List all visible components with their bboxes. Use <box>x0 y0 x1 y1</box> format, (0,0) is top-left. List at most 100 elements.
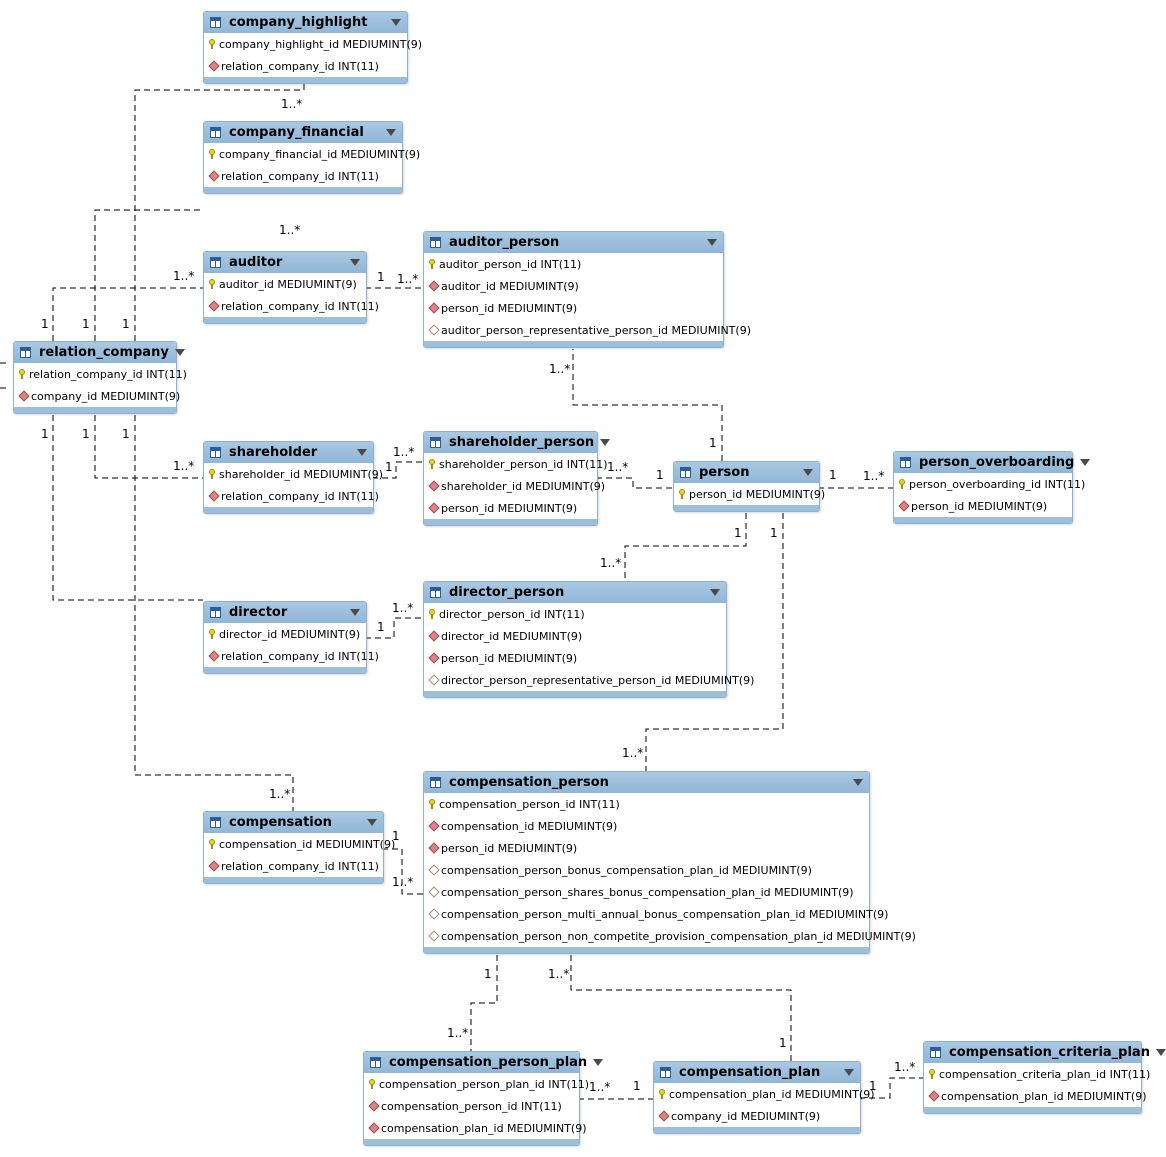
chevron-down-icon[interactable] <box>350 259 360 266</box>
chevron-down-icon[interactable] <box>803 469 813 476</box>
entity-column[interactable]: compensation_plan_id MEDIUMINT(9) <box>924 1085 1147 1107</box>
entity-column[interactable]: relation_company_id INT(11) <box>204 645 379 667</box>
entity-header[interactable]: shareholder_person <box>424 432 611 453</box>
chevron-down-icon[interactable] <box>593 1059 604 1066</box>
entity-header[interactable]: compensation_person_plan <box>364 1052 604 1073</box>
entity-column[interactable]: compensation_id MEDIUMINT(9) <box>424 815 869 837</box>
entity-column[interactable]: auditor_person_id INT(11) <box>424 253 723 275</box>
entity-header[interactable]: compensation <box>204 812 383 833</box>
entity-column[interactable]: person_id MEDIUMINT(9) <box>424 497 597 519</box>
entity-column[interactable]: director_id MEDIUMINT(9) <box>204 623 366 645</box>
entity-column[interactable]: company_id MEDIUMINT(9) <box>14 385 180 407</box>
entity-column[interactable]: relation_company_id INT(11) <box>204 485 379 507</box>
entity-column[interactable]: compensation_person_non_competite_provis… <box>424 925 916 947</box>
entity-column[interactable]: compensation_person_id INT(11) <box>364 1095 579 1117</box>
entity-column[interactable]: shareholder_id MEDIUMINT(9) <box>424 475 605 497</box>
chevron-down-icon[interactable] <box>367 819 377 826</box>
entity-column[interactable]: person_overboarding_id INT(11) <box>894 473 1085 495</box>
entity-column[interactable]: auditor_person_representative_person_id … <box>424 319 751 341</box>
relationship-line[interactable] <box>94 415 203 479</box>
entity-header[interactable]: person <box>674 462 819 483</box>
entity-column[interactable]: compensation_id MEDIUMINT(9) <box>204 833 395 855</box>
chevron-down-icon[interactable] <box>844 1069 854 1076</box>
entity-header[interactable]: relation_company <box>14 342 185 363</box>
chevron-down-icon[interactable] <box>350 609 360 616</box>
entity-column[interactable]: compensation_criteria_plan_id INT(11) <box>924 1063 1150 1085</box>
entity-column[interactable]: compensation_person_multi_annual_bonus_c… <box>424 903 888 925</box>
entity-column[interactable]: person_id MEDIUMINT(9) <box>894 495 1072 517</box>
entity-column[interactable]: relation_company_id INT(11) <box>204 165 402 187</box>
entity-column[interactable]: compensation_plan_id MEDIUMINT(9) <box>654 1083 875 1105</box>
chevron-down-icon[interactable] <box>710 589 720 596</box>
chevron-down-icon[interactable] <box>391 19 401 26</box>
entity-column[interactable]: shareholder_id MEDIUMINT(9) <box>204 463 383 485</box>
entity-column[interactable]: compensation_person_plan_id INT(11) <box>364 1073 589 1095</box>
entity-column[interactable]: person_id MEDIUMINT(9) <box>424 647 726 669</box>
entity-column[interactable]: director_person_id INT(11) <box>424 603 726 625</box>
relationship-line[interactable] <box>859 1077 923 1099</box>
entity-header[interactable]: compensation_plan <box>654 1062 860 1083</box>
relationship-line[interactable] <box>645 513 784 771</box>
entity-column[interactable]: compensation_person_bonus_compensation_p… <box>424 859 869 881</box>
relationship-line[interactable] <box>624 513 747 581</box>
entity-header[interactable]: auditor_person <box>424 232 723 253</box>
entity-header[interactable]: director <box>204 602 366 623</box>
entity-column[interactable]: compensation_person_shares_bonus_compens… <box>424 881 869 903</box>
entity-header[interactable]: company_financial <box>204 122 402 143</box>
relationship-line[interactable] <box>596 477 673 489</box>
relationship-line[interactable] <box>572 349 723 461</box>
entity-column[interactable]: person_id MEDIUMINT(9) <box>424 837 869 859</box>
relationship-line[interactable] <box>94 209 203 341</box>
entity-header[interactable]: company_highlight <box>204 12 407 33</box>
entity-column[interactable]: relation_company_id INT(11) <box>14 363 187 385</box>
chevron-down-icon[interactable] <box>707 239 717 246</box>
entity-column[interactable]: auditor_id MEDIUMINT(9) <box>204 273 366 295</box>
chevron-down-icon[interactable] <box>1080 459 1091 466</box>
entity-column[interactable]: company_highlight_id MEDIUMINT(9) <box>204 33 422 55</box>
entity-header[interactable]: director_person <box>424 582 726 603</box>
entity-column[interactable]: director_person_representative_person_id… <box>424 669 754 691</box>
relationship-line[interactable] <box>134 84 305 341</box>
entity-header[interactable]: compensation_person <box>424 772 869 793</box>
entity-column[interactable]: auditor_id MEDIUMINT(9) <box>424 275 723 297</box>
relationship-line[interactable] <box>372 461 423 479</box>
entity-column[interactable]: person_id MEDIUMINT(9) <box>424 297 723 319</box>
entity-column[interactable]: company_financial_id MEDIUMINT(9) <box>204 143 420 165</box>
relationship-line[interactable] <box>470 955 498 1051</box>
relationship-line[interactable] <box>365 617 423 639</box>
entity-header[interactable]: shareholder <box>204 442 373 463</box>
entity-column[interactable]: person_id MEDIUMINT(9) <box>674 483 825 505</box>
relationship-line[interactable] <box>52 287 203 341</box>
entity-column[interactable]: director_id MEDIUMINT(9) <box>424 625 726 647</box>
chevron-down-icon[interactable] <box>386 129 396 136</box>
entity-column[interactable]: shareholder_person_id INT(11) <box>424 453 608 475</box>
chevron-down-icon[interactable] <box>1155 1049 1166 1056</box>
entity-header[interactable]: compensation_criteria_plan <box>924 1042 1166 1063</box>
relationship-line[interactable] <box>382 848 423 895</box>
relationship-line[interactable] <box>52 415 203 601</box>
entity-column[interactable]: compensation_person_id INT(11) <box>424 793 869 815</box>
entity-header[interactable]: person_overboarding <box>894 452 1091 473</box>
chevron-down-icon[interactable] <box>357 449 367 456</box>
chevron-down-icon[interactable] <box>174 349 185 356</box>
relationship-line[interactable] <box>570 955 792 1061</box>
entity-header[interactable]: auditor <box>204 252 366 273</box>
entity-column[interactable]: compensation_plan_id MEDIUMINT(9) <box>364 1117 587 1139</box>
entity-column[interactable]: company_id MEDIUMINT(9) <box>654 1105 860 1127</box>
